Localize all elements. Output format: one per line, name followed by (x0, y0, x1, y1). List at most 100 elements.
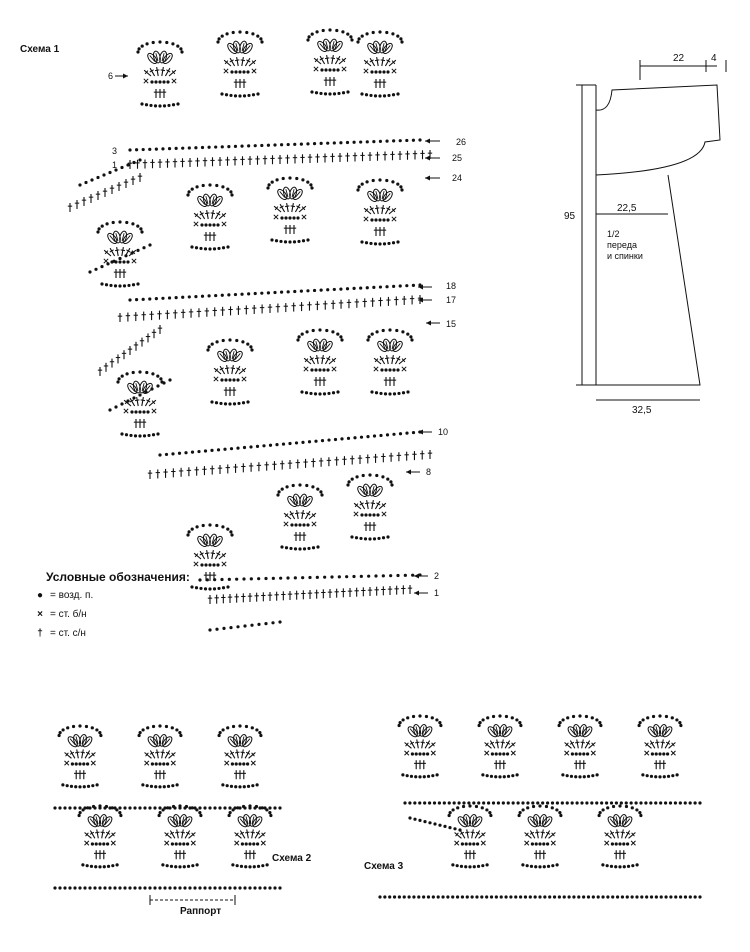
chain-stitch (515, 773, 519, 777)
chain-stitch (301, 178, 305, 182)
chain-stitch (84, 724, 89, 729)
chain-stitch (590, 801, 594, 805)
double-crochet (308, 512, 317, 520)
chain-stitch (403, 801, 407, 805)
chain-stitch (693, 895, 697, 899)
chain-stitch (295, 176, 299, 181)
chain-stitch (240, 144, 244, 148)
chain-stitch (470, 895, 474, 899)
chain-stitch (494, 895, 498, 899)
double-crochet-bar (180, 831, 185, 834)
chain-stitch (422, 895, 426, 899)
chain-stitch (262, 444, 266, 448)
chain-stitch (100, 282, 104, 286)
chain-stitch (561, 773, 565, 777)
chain-stitch (580, 801, 584, 805)
chain-stitch (360, 513, 364, 517)
chain-stitch (375, 473, 379, 478)
chain-stitch (336, 332, 340, 336)
chain-stitch (590, 716, 594, 720)
chain-stitch (285, 485, 289, 489)
legend-item-dc-text: = ст. с/н (50, 628, 86, 639)
chain-stitch (572, 895, 576, 899)
chain-stitch (158, 40, 162, 44)
chain-stitch (447, 801, 451, 805)
chain-stitch (171, 784, 175, 788)
chain-stitch (246, 70, 250, 74)
chain-stitch (297, 239, 301, 244)
chain-stitch (683, 801, 687, 805)
double-crochet-bar (250, 831, 255, 834)
chain-stitch (626, 842, 630, 846)
chain-stitch (231, 863, 235, 867)
double-crochet-bar (95, 831, 100, 834)
cluster-stitch (119, 230, 128, 244)
chain-stitch (95, 783, 99, 787)
cluster-stitch-core (301, 496, 305, 505)
double-crochet (156, 67, 159, 77)
chain-stitch (164, 724, 169, 729)
chain-stitch (649, 895, 654, 899)
chain-stitch (379, 433, 383, 438)
row-arrow-head (418, 429, 423, 435)
chain-stitch (298, 483, 302, 487)
cluster-stitch-core (235, 736, 239, 745)
cluster-stitch-core (374, 488, 381, 495)
chain-stitch (68, 886, 72, 890)
double-crochet-bar (390, 357, 396, 360)
chain-stitch (464, 865, 468, 869)
chain-stitch (229, 530, 233, 534)
double-crochet-bar (354, 503, 359, 508)
cluster-stitch (322, 340, 333, 353)
chain-stitch (683, 895, 688, 899)
chain-stitch (198, 810, 202, 815)
single-crochet (260, 840, 266, 846)
double-crochet-bar (376, 502, 381, 506)
chain-stitch (212, 247, 217, 251)
chain-stitch (405, 431, 409, 435)
single-crochet (550, 840, 556, 846)
chain-stitch (302, 547, 307, 551)
chain-stitch (226, 245, 230, 249)
chain-stitch (367, 335, 371, 339)
chain-stitch (562, 895, 566, 899)
chain-stitch (260, 40, 264, 44)
chain-stitch (639, 813, 643, 818)
chain-stitch (357, 185, 361, 189)
single-crochet (363, 68, 369, 74)
chain-stitch (482, 801, 486, 805)
double-crochet-bar (284, 205, 290, 208)
cluster-stitch (332, 40, 343, 53)
chain-stitch (243, 806, 247, 810)
chain-stitch (146, 410, 150, 414)
single-crochet (283, 521, 289, 527)
double-crochet-bar (540, 831, 545, 834)
chain-stitch (217, 586, 221, 591)
chain-stitch (557, 723, 561, 728)
chain-stitch (88, 270, 92, 274)
chain-stitch (518, 720, 522, 725)
chain-stitch (476, 842, 480, 846)
double-crochet (504, 740, 511, 749)
chain-stitch (242, 94, 247, 98)
chain-stitch (346, 436, 351, 440)
double-crochet (279, 203, 286, 213)
chain-stitch (379, 391, 383, 396)
double-crochet-bar (80, 751, 85, 754)
chain-stitch (293, 289, 297, 294)
chain-stitch (575, 801, 579, 805)
chain-stitch (606, 806, 610, 810)
chain-stitch (137, 733, 141, 738)
cluster-stitch (142, 382, 153, 395)
chain-stitch (216, 223, 220, 227)
chain-stitch (187, 146, 191, 150)
double-crochet-bar (194, 553, 199, 558)
chain-stitch (290, 523, 294, 527)
chain-stitch (158, 810, 162, 815)
chain-stitch (669, 895, 673, 899)
chain-stitch (320, 493, 324, 497)
chain-stitch (314, 439, 318, 443)
chain-stitch (118, 284, 122, 288)
chain-stitch (281, 442, 286, 446)
chain-stitch (298, 547, 302, 551)
